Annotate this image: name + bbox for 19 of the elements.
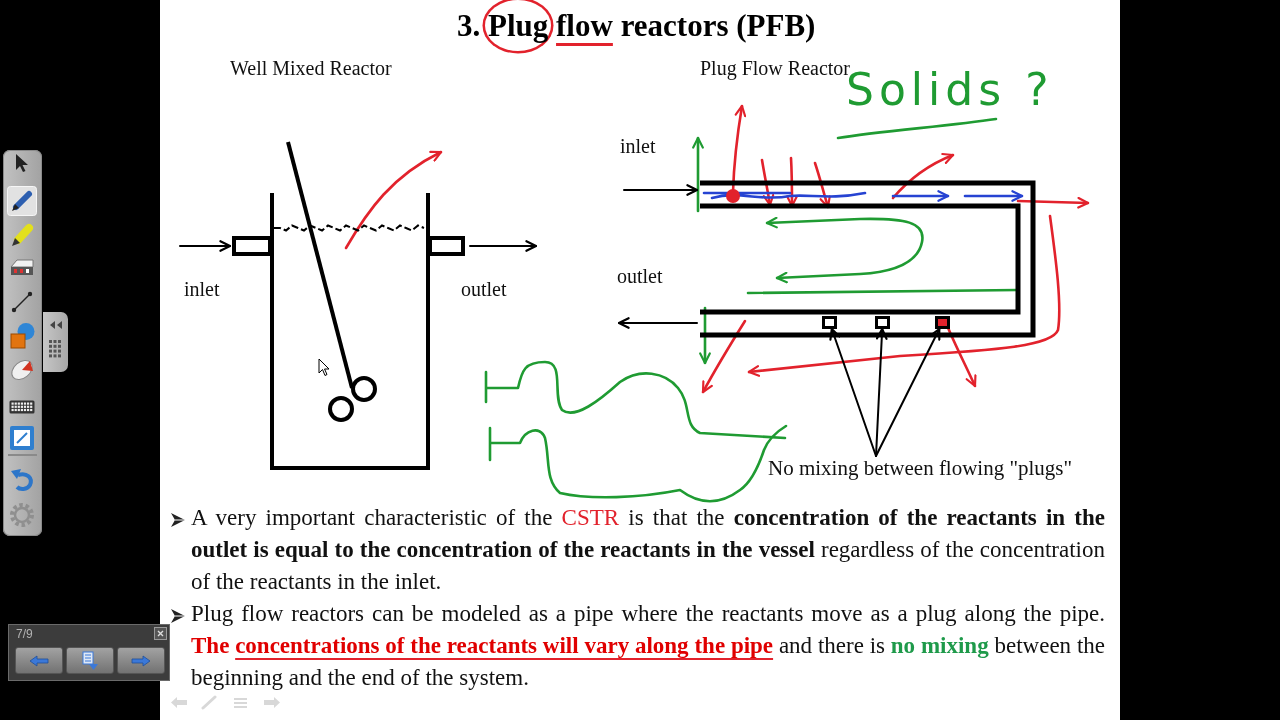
page-counter: 7/9 — [16, 627, 33, 642]
callout-text: No mixing between flowing "plugs" — [768, 456, 1073, 482]
plug-square — [875, 316, 890, 329]
flow-arrow — [623, 184, 699, 196]
flow-label: outlet — [617, 264, 663, 288]
flow-label: outlet — [461, 277, 507, 301]
flow-arrow — [469, 240, 538, 252]
slide-title: 3. Plug flow reactors (PFB) — [457, 0, 816, 56]
flow-arrow — [179, 240, 232, 252]
body-paragraph: A very important characteristic of the CSTR is that the concentration of the reactants in the outlet is equal to the concentration of the reactants in the vessel regardless of the concentration of the reactants in the inlet. — [191, 504, 1105, 596]
leader-arrow — [875, 327, 888, 457]
diagram-heading: Well Mixed Reactor — [230, 57, 392, 80]
flow-label: inlet — [620, 134, 656, 158]
flow-label: inlet — [184, 277, 220, 301]
leader-arrow — [829, 327, 877, 457]
plug-square — [822, 316, 837, 329]
leader-arrow — [875, 327, 941, 457]
flow-arrow — [617, 317, 698, 329]
body-paragraph: Plug flow reactors can be modeled as a pipe where the reactants move as a plug along the pipe. The concentrations of the reactants will vary along the pipe and there is no mixing between the beginning and the end of the system. — [191, 600, 1105, 692]
